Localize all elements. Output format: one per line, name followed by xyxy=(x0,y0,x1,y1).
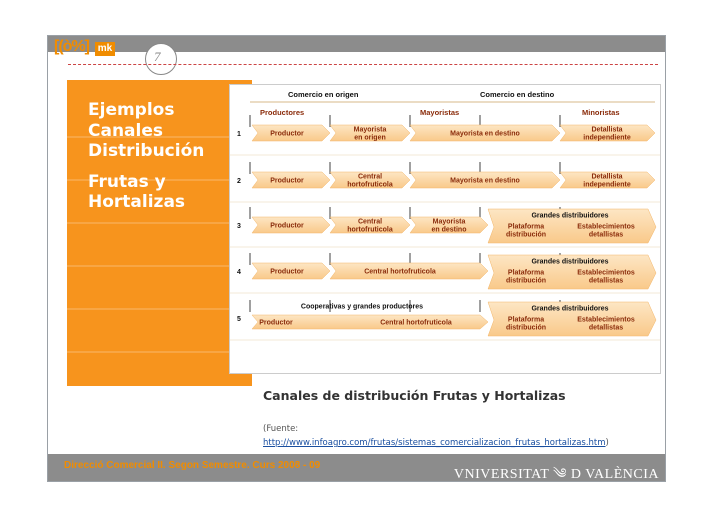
grandes-distribuidores-band xyxy=(487,208,657,244)
logo-mark: [(ò%] xyxy=(54,38,90,55)
title-gap xyxy=(88,162,204,172)
row-number: 3 xyxy=(237,223,241,230)
productor-label: Productor xyxy=(270,131,304,138)
source-close: ) xyxy=(605,438,609,448)
university-logo: VNIVERSITAT ༄ D VALÈNCIA xyxy=(453,467,659,482)
row-number: 1 xyxy=(237,131,241,138)
stage2-label: hortofruticola xyxy=(347,182,393,189)
central-label: Central hortofruticola xyxy=(364,269,436,276)
gd-establecimientos: detallistas xyxy=(589,278,623,285)
productor-label: Productor xyxy=(270,223,304,230)
source-label: (Fuente: xyxy=(263,424,299,434)
productor-label: Productor xyxy=(270,269,304,276)
productor-band xyxy=(251,124,331,142)
header-destination: Comercio en destino xyxy=(480,90,555,99)
title-line: Distribución xyxy=(88,141,205,161)
diagram-canvas: Comercio en origen Comercio en destino P… xyxy=(230,90,660,341)
slide: [(ò%] mk 7 Ejemplos Canales Distribución… xyxy=(47,35,666,482)
stage4-band xyxy=(559,171,656,189)
col-productores: Productores xyxy=(260,108,304,117)
stage4-band xyxy=(559,124,656,142)
row-number: 4 xyxy=(237,269,241,276)
gd-plataforma: distribución xyxy=(506,232,546,239)
productor-band xyxy=(251,171,331,189)
productor-label: Productor xyxy=(259,320,293,327)
stage2-label: Central xyxy=(358,219,382,226)
top-bar xyxy=(48,36,665,52)
row-number: 5 xyxy=(237,316,241,323)
row-number: 2 xyxy=(237,178,241,185)
gd-title: Grandes distribuidores xyxy=(531,213,608,220)
footer-bar: Direcció Comercial II. Segon Semestre. C… xyxy=(48,454,665,481)
stage2-label: Central xyxy=(358,174,382,181)
stage3-band xyxy=(409,171,561,189)
stage4-label: independiente xyxy=(583,182,631,189)
gd-establecimientos: Establecimientos xyxy=(577,224,635,231)
productor-label: Productor xyxy=(270,178,304,185)
course-label: Direcció Comercial II. Segon Semestre. C… xyxy=(64,460,321,471)
coop-label: Cooperativas y grandes productores xyxy=(301,304,423,311)
gd-plataforma: Plataforma xyxy=(508,224,544,231)
grandes-distribuidores-band xyxy=(487,254,657,290)
stage2-label: en origen xyxy=(354,135,386,142)
gd-establecimientos: Establecimientos xyxy=(577,270,635,277)
source-line: http://www.infoagro.com/frutas/sistemas_… xyxy=(263,438,609,448)
stage3-label: en destino xyxy=(431,227,466,234)
gd-establecimientos: detallistas xyxy=(589,232,623,239)
panel-rule-lines xyxy=(67,136,252,353)
stage4-label: independiente xyxy=(583,135,631,142)
col-mayoristas: Mayoristas xyxy=(420,108,459,117)
stage3-label: Mayorista xyxy=(433,219,466,226)
col-minoristas: Minoristas xyxy=(582,108,620,117)
title-line: Canales xyxy=(88,120,163,141)
gd-plataforma: Plataforma xyxy=(508,270,544,277)
productor-band xyxy=(251,216,331,234)
title-line: Frutas y xyxy=(88,171,166,192)
gd-title: Grandes distribuidores xyxy=(531,306,608,313)
productor-band xyxy=(251,262,331,280)
central-label: Central hortofruticola xyxy=(380,320,452,327)
grandes-distribuidores-band xyxy=(487,301,657,337)
stage2-band xyxy=(329,216,411,234)
stage2-band xyxy=(329,124,411,142)
stage3-label: Mayorista en destino xyxy=(450,131,520,138)
logo: [(ò%] mk xyxy=(54,38,116,58)
page-number-badge: 7 xyxy=(145,43,177,75)
title-panel: Ejemplos Canales Distribución Frutas y H… xyxy=(67,80,252,386)
header-origin: Comercio en origen xyxy=(288,90,359,99)
title-line: Ejemplos xyxy=(88,100,175,120)
figure-caption: Canales de distribución Frutas y Hortali… xyxy=(263,388,566,403)
productor-band xyxy=(251,314,489,330)
page-number: 7 xyxy=(154,49,161,64)
stage4-label: Detallista xyxy=(591,174,622,181)
title-line: Hortalizas xyxy=(88,192,186,212)
gd-plataforma: distribución xyxy=(506,278,546,285)
stage3-band xyxy=(409,124,561,142)
gd-plataforma: Plataforma xyxy=(508,317,544,324)
source-link[interactable]: http://www.infoagro.com/frutas/sistemas_… xyxy=(263,438,606,448)
stage2-label: Mayorista xyxy=(354,127,387,134)
stage4-label: Detallista xyxy=(591,127,622,134)
distribution-channels-diagram: Comercio en origen Comercio en destino P… xyxy=(229,84,661,374)
stage2-band xyxy=(329,171,411,189)
stage3-label: Mayorista en destino xyxy=(450,178,520,185)
gd-establecimientos: detallistas xyxy=(589,325,623,332)
central-band xyxy=(329,262,489,280)
stage3-band xyxy=(409,216,489,234)
stage2-label: hortofruticola xyxy=(347,227,393,234)
gd-establecimientos: Establecimientos xyxy=(577,317,635,324)
divider-line xyxy=(68,64,658,65)
slide-title: Ejemplos Canales Distribución Frutas y H… xyxy=(88,100,204,213)
gd-title: Grandes distribuidores xyxy=(531,259,608,266)
logo-badge: mk xyxy=(95,42,115,56)
gd-plataforma: distribución xyxy=(506,325,546,332)
